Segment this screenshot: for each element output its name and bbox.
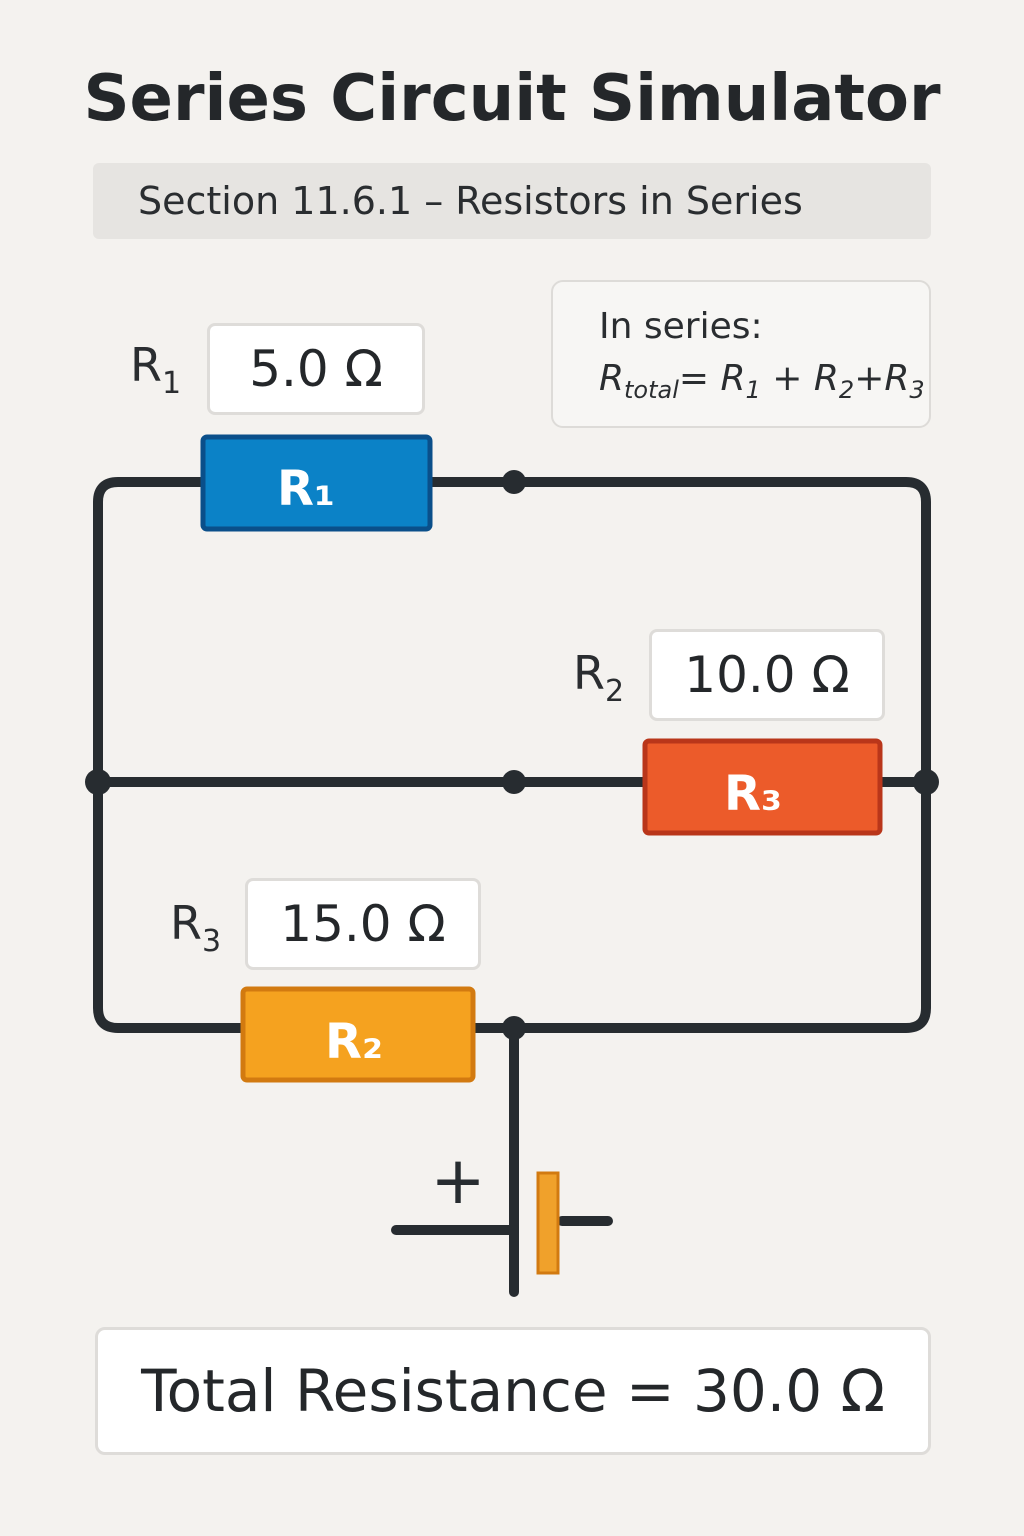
resistor-r2-label: R₂ (325, 1014, 383, 1070)
formula-equation: Rtotal= R1 + R2+R3 (599, 358, 925, 404)
formula-term: R (884, 358, 910, 399)
formula-plus: + (772, 358, 803, 399)
wire-outer-loop (93, 477, 250, 1033)
r3-value-field[interactable]: 15.0 Ω (245, 878, 481, 970)
section-header: Section 11.6.1 – Resistors in Series (93, 163, 931, 239)
r3-input-label: R3 (170, 896, 222, 959)
resistor-r3[interactable]: R₃ (642, 738, 883, 836)
total-resistance-display: Total Resistance = 30.0 Ω (95, 1327, 931, 1455)
formula-term-sub: 1 (745, 376, 761, 405)
total-label: Total Resistance = (141, 1357, 675, 1425)
formula-term-sub: 2 (838, 376, 855, 405)
formula-term: R (813, 358, 839, 399)
junction-node (85, 769, 111, 795)
formula-term: R (720, 358, 746, 399)
battery-plus-sign: + (430, 1142, 485, 1219)
r1-input-label: R1 (130, 338, 182, 401)
page-title: Series Circuit Simulator (83, 62, 941, 136)
junction-node (913, 769, 939, 795)
formula-equals: = (678, 358, 710, 399)
formula-panel: In series: Rtotal= R1 + R2+R3 (551, 280, 931, 428)
total-value: 30.0 Ω (693, 1357, 885, 1425)
formula-lhs-sub: total (624, 376, 679, 405)
r2-input-label: R2 (573, 646, 625, 709)
formula-plus: + (854, 358, 885, 399)
resistor-r1[interactable]: R₁ (200, 434, 433, 532)
formula-lhs: R (599, 358, 625, 399)
resistor-r1-label: R₁ (277, 461, 335, 517)
formula-heading: In series: (599, 306, 763, 347)
battery-icon: + (430, 1142, 560, 1275)
r2-value-field[interactable]: 10.0 Ω (649, 629, 885, 721)
resistor-r2[interactable]: R₂ (240, 986, 476, 1083)
junction-node (502, 770, 526, 794)
wire-top-right (425, 477, 931, 1033)
formula-term-sub: 3 (909, 376, 925, 405)
r1-value-field[interactable]: 5.0 Ω (207, 323, 425, 415)
junction-node (502, 470, 526, 494)
resistor-r3-label: R₃ (724, 766, 782, 822)
junction-node (502, 1016, 526, 1040)
